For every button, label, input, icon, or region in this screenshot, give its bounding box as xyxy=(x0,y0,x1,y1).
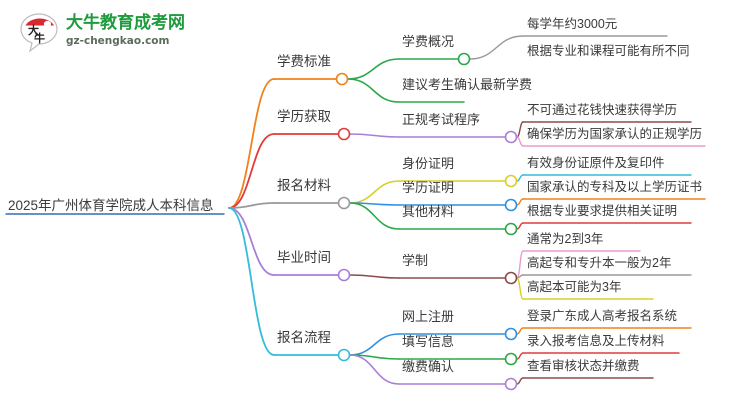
branch-label-xueli-huoqu[interactable]: 学历获取 xyxy=(277,109,331,124)
subbranch-label-wangshang-zhuce[interactable]: 网上注册 xyxy=(402,309,455,324)
leaf-label-denglu-guangdong[interactable]: 登录广东成人高考报名系统 xyxy=(527,309,678,323)
mindmap-node-level2-2-2[interactable] xyxy=(504,222,518,236)
logo-title: 大牛教育成考网 xyxy=(66,13,185,32)
subbranch-label-xuefei-gaikuang[interactable]: 学费概况 xyxy=(402,34,455,49)
svg-text:牛: 牛 xyxy=(34,31,45,45)
mindmap-node-level2-4-1[interactable] xyxy=(504,352,518,366)
mindmap-node-level1-1[interactable] xyxy=(337,127,351,141)
mindmap-node-level2-4-2[interactable] xyxy=(504,377,518,391)
mindmap-node-level2-2-0[interactable] xyxy=(504,174,518,188)
leaf-label-bukehuaqian[interactable]: 不可通过花钱快速获得学历 xyxy=(527,103,678,117)
leaf-label-guojia-chengren-zhuanke[interactable]: 国家承认的专科及以上学历证书 xyxy=(527,180,703,194)
leaf-label-genju-zhuanye-yaoqiu[interactable]: 根据专业要求提供相关证明 xyxy=(527,204,678,218)
subbranch-label-jiaofei-queren[interactable]: 缴费确认 xyxy=(402,359,455,374)
leaf-label-chakan-shenhe-zhuangtai[interactable]: 查看审核状态并缴费 xyxy=(527,359,640,373)
logo-mark-icon: 大 牛 xyxy=(18,12,62,54)
leaf-label-gaoqizhuan-zhuanshengben[interactable]: 高起专和专升本一般为2年 xyxy=(527,256,672,270)
subbranch-label-xuezhi[interactable]: 学制 xyxy=(402,253,429,268)
leaf-label-luru-baokao-xinxi[interactable]: 录入报考信息及上传材料 xyxy=(527,334,665,348)
subbranch-label-zhengui-kaoshi[interactable]: 正规考试程序 xyxy=(402,112,481,127)
mindmap-node-level2-2-1[interactable] xyxy=(504,198,518,212)
leaf-label-youxiao-shenfenzheng[interactable]: 有效身份证原件及复印件 xyxy=(527,156,665,170)
mindmap-root-label[interactable]: 2025年广州体育学院成人本科信息 xyxy=(8,198,214,213)
mindmap-node-level1-3[interactable] xyxy=(337,268,351,282)
branch-label-baoming-cailiao[interactable]: 报名材料 xyxy=(277,178,331,193)
branch-label-biye-shijian[interactable]: 毕业时间 xyxy=(277,250,331,265)
subbranch-label-shenfen-zhengming[interactable]: 身份证明 xyxy=(402,156,455,171)
mindmap-node-level1-0[interactable] xyxy=(335,72,349,86)
leaf-label-querenguojia-chengren[interactable]: 确保学历为国家承认的正规学历 xyxy=(527,127,703,141)
subbranch-label-tianxie-xinxi[interactable]: 填写信息 xyxy=(402,334,455,349)
mindmap-node-level2-4-0[interactable] xyxy=(504,327,518,341)
subbranch-label-jianyi-kaosheng[interactable]: 建议考生确认最新学费 xyxy=(402,77,533,92)
leaf-label-meixuenian-3000[interactable]: 每学年约3000元 xyxy=(527,17,618,31)
mindmap-node-level2-3-0[interactable] xyxy=(504,271,518,285)
mindmap-node-level1-4[interactable] xyxy=(337,348,351,362)
subbranch-label-qita-cailiao[interactable]: 其他材料 xyxy=(402,204,455,219)
site-logo: 大 牛 大牛教育成考网 gz-chengkao.com xyxy=(18,10,188,56)
svg-text:大: 大 xyxy=(28,23,39,37)
mindmap-node-level1-2[interactable] xyxy=(337,196,351,210)
leaf-label-gaoqiben-3nian[interactable]: 高起本可能为3年 xyxy=(527,280,622,294)
branch-label-baoming-liucheng[interactable]: 报名流程 xyxy=(277,330,331,345)
logo-url: gz-chengkao.com xyxy=(66,35,170,47)
mindmap-node-level2-1-0[interactable] xyxy=(504,130,518,144)
logo-text-block: 大牛教育成考网 gz-chengkao.com xyxy=(66,13,191,48)
leaf-label-tongchang-2-3nian[interactable]: 通常为2到3年 xyxy=(527,232,604,246)
leaf-label-genju-zhuanye-kecheng[interactable]: 根据专业和课程可能有所不同 xyxy=(527,44,690,58)
branch-label-xuefei-biaozhun[interactable]: 学费标准 xyxy=(277,54,331,69)
mindmap-node-level2-0-0[interactable] xyxy=(457,52,471,66)
subbranch-label-xueli-zhengming[interactable]: 学历证明 xyxy=(402,180,455,195)
